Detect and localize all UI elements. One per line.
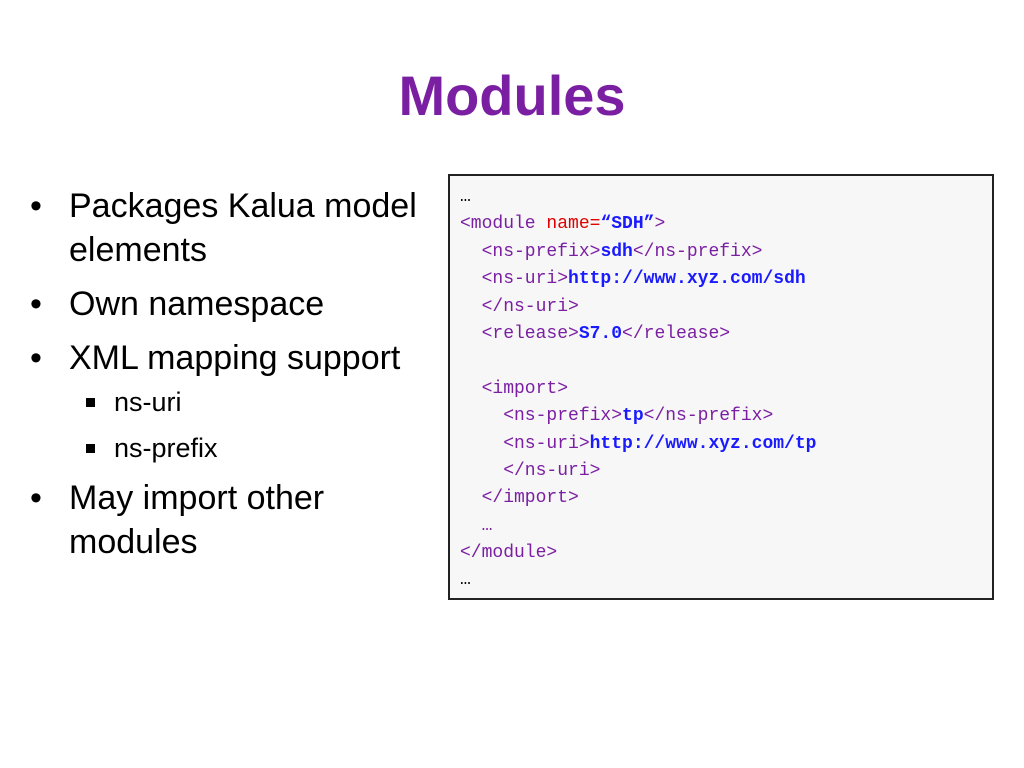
square-bullet-icon — [86, 398, 95, 407]
code-tag: <ns-uri> — [460, 433, 590, 454]
code-tag: <ns-prefix> — [460, 241, 601, 262]
code-line: </ns-uri> — [460, 294, 992, 321]
code-ellipsis: … — [460, 187, 471, 207]
slide-title: Modules — [398, 64, 626, 127]
code-line: </ns-uri> — [460, 458, 992, 485]
code-line: … — [460, 567, 992, 594]
code-tag: </ns-prefix> — [632, 241, 763, 262]
code-line-blank — [460, 348, 992, 375]
code-line: <module name=“SDH”> — [460, 211, 992, 238]
code-line: … — [460, 184, 992, 211]
code-line: <release>S7.0</release> — [460, 321, 992, 348]
code-tag: > — [654, 214, 666, 235]
bullet-dot-icon: • — [30, 339, 42, 377]
code-line: <import> — [460, 376, 992, 403]
code-tag: </release> — [622, 323, 731, 344]
code-line: <ns-uri>http://www.xyz.com/sdh — [460, 266, 992, 293]
code-tag: </module> — [460, 543, 558, 564]
sub-bullet-text: ns-uri — [114, 387, 182, 417]
bullet-text: Packages Kalua model elements — [69, 187, 417, 269]
bullet-dot-icon: • — [30, 187, 42, 225]
code-value: sdh — [600, 241, 633, 262]
square-bullet-icon — [86, 444, 95, 453]
bullet-dot-icon: • — [30, 285, 42, 323]
code-tag: </ns-uri> — [460, 296, 579, 317]
code-tag: <module — [460, 214, 547, 235]
code-value: http://www.xyz.com/tp — [589, 433, 817, 454]
bullet-text: Own namespace — [69, 285, 325, 323]
code-tag: <ns-uri> — [460, 269, 569, 290]
code-line: … — [460, 513, 992, 540]
code-ellipsis: … — [460, 570, 471, 591]
xml-code-box: … <module name=“SDH”> <ns-prefix>sdh</ns… — [448, 174, 994, 600]
code-tag: </import> — [460, 488, 579, 509]
code-line: <ns-prefix>sdh</ns-prefix> — [460, 239, 992, 266]
code-line: <ns-prefix>tp</ns-prefix> — [460, 403, 992, 430]
bullet-list: • Packages Kalua model elements • Own na… — [30, 184, 430, 574]
code-line: </module> — [460, 540, 992, 567]
code-line: <ns-uri>http://www.xyz.com/tp — [460, 431, 992, 458]
sub-bullet-item: ns-prefix — [30, 430, 430, 466]
bullet-text: May import other modules — [69, 479, 325, 561]
code-line: </import> — [460, 485, 992, 512]
sub-bullet-item: ns-uri — [30, 384, 430, 420]
bullet-item: • XML mapping support — [30, 336, 430, 380]
code-value: “SDH” — [600, 214, 655, 235]
code-tag: <import> — [460, 378, 569, 399]
bullet-item: • Own namespace — [30, 282, 430, 326]
code-value: tp — [622, 406, 644, 427]
bullet-dot-icon: • — [30, 479, 42, 517]
code-ellipsis: … — [460, 515, 493, 536]
code-tag: </ns-prefix> — [643, 406, 774, 427]
bullet-item: • May import other modules — [30, 476, 430, 564]
code-value: S7.0 — [578, 323, 623, 344]
bullet-text: XML mapping support — [69, 339, 401, 377]
code-value: http://www.xyz.com/sdh — [568, 269, 806, 290]
sub-bullet-text: ns-prefix — [114, 433, 218, 463]
bullet-item: • Packages Kalua model elements — [30, 184, 430, 272]
code-tag: <release> — [460, 323, 579, 344]
code-attribute: name= — [546, 214, 601, 235]
code-tag: </ns-uri> — [460, 460, 601, 481]
code-tag: <ns-prefix> — [460, 406, 623, 427]
